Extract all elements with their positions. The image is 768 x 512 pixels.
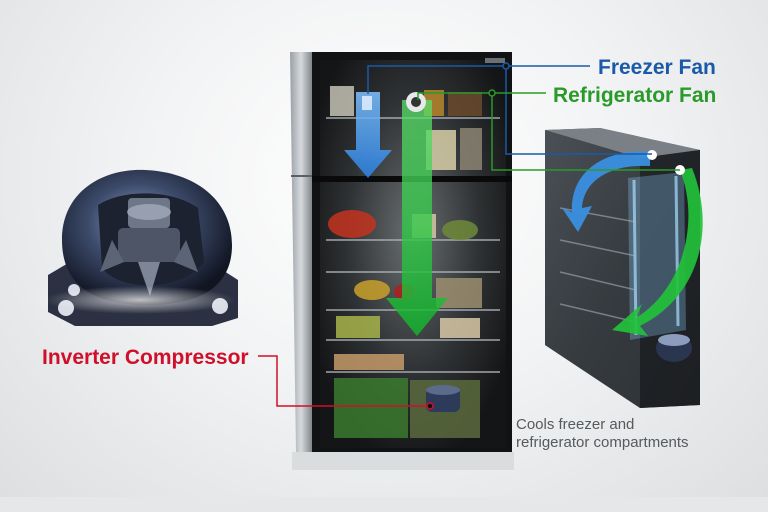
freezer-airflow-arrow <box>344 92 392 178</box>
compressor-image <box>30 169 250 330</box>
compressor-callout-line <box>258 355 434 410</box>
inverter-compressor-label: Inverter Compressor <box>42 346 249 369</box>
caption-line-1: Cools freezer and <box>516 416 635 433</box>
freezer-fan-callout-line <box>367 62 652 155</box>
cooling-caption: Cools freezer and refrigerator compartme… <box>516 416 756 452</box>
refrigerator-fan-callout-line <box>417 89 680 171</box>
cutaway-diagram-image <box>545 128 703 408</box>
refrigerator-airflow-arrow <box>386 92 448 336</box>
bottom-band <box>0 497 768 512</box>
refrigerator-fan-label: Refrigerator Fan <box>553 84 717 107</box>
freezer-fan-label: Freezer Fan <box>598 56 716 79</box>
caption-line-2: refrigerator compartments <box>516 434 689 451</box>
